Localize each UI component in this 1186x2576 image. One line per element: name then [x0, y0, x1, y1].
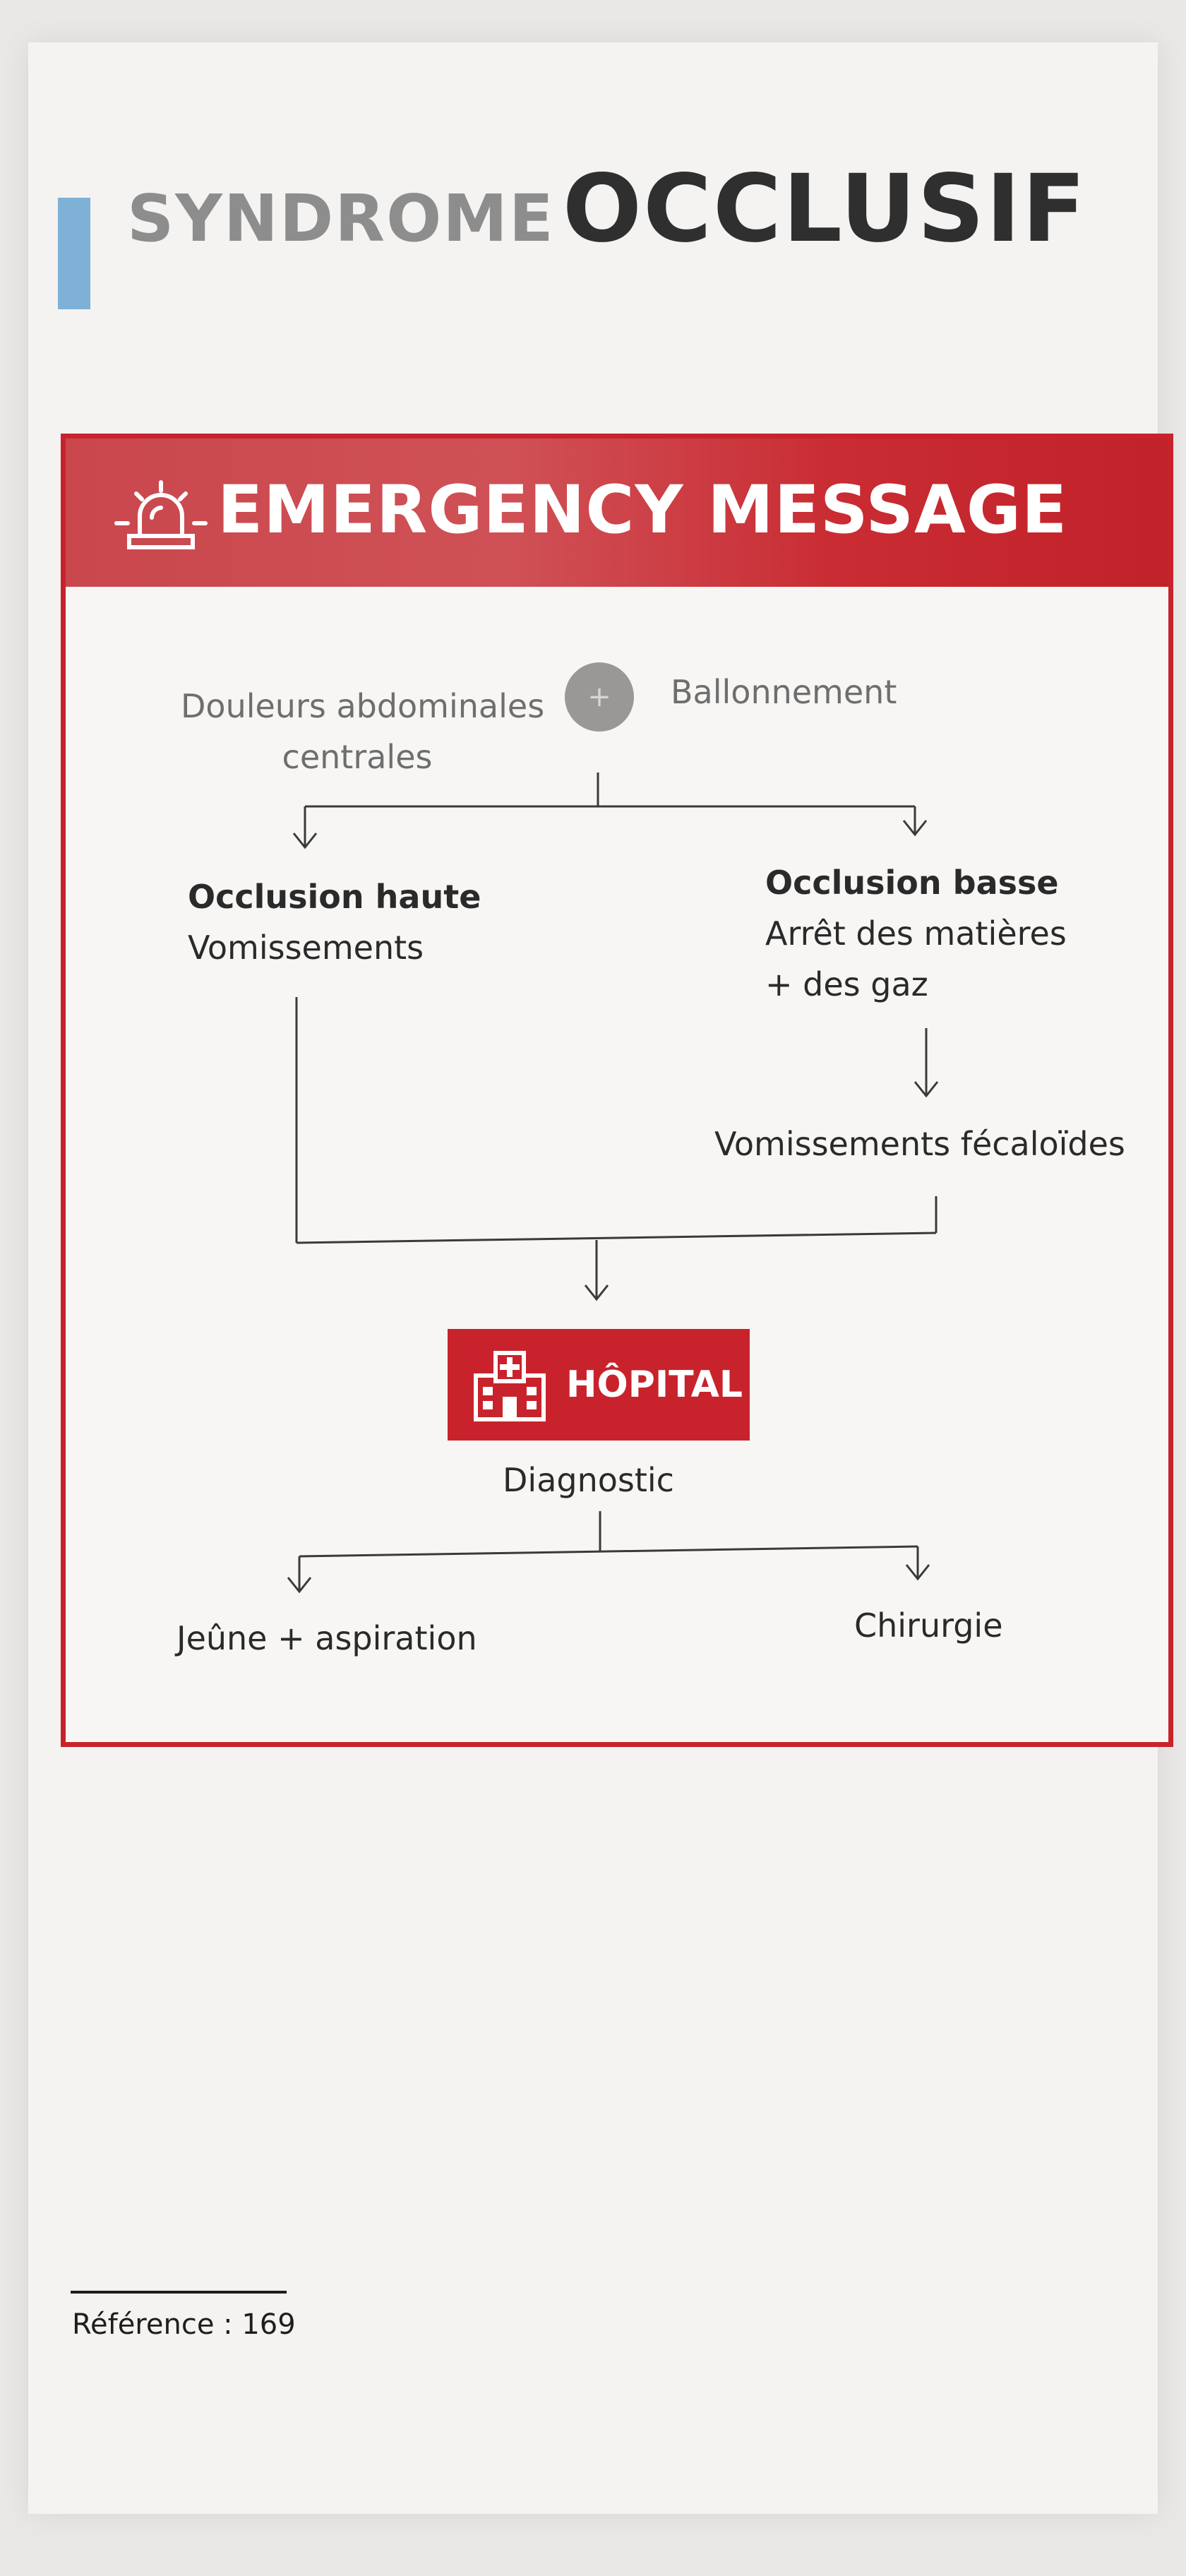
connector-bottom-join [296, 1232, 937, 1244]
arrow-down-icon [902, 820, 928, 837]
symptom-douleurs-line1: Douleurs abdominales [181, 687, 545, 725]
connector-diag-branch [299, 1545, 918, 1558]
occlusion-haute-title: Occlusion haute [188, 878, 481, 916]
reference: Référence : 169 [72, 2308, 296, 2341]
title-part1: SYNDROME [127, 181, 555, 256]
jeune-aspiration: Jeûne + aspiration [176, 1619, 477, 1657]
arrow-down-icon [584, 1284, 609, 1301]
page-title: SYNDROME OCCLUSIF [127, 162, 1087, 256]
hopital-label: HÔPITAL [566, 1364, 743, 1406]
arrow-down-icon [292, 833, 318, 849]
emergency-heading: EMERGENCY MESSAGE [217, 472, 1068, 549]
arrow-down-icon [914, 1081, 939, 1098]
symptom-douleurs: Douleurs abdominales centrales [181, 681, 545, 782]
hopital-badge: HÔPITAL [448, 1329, 750, 1441]
emergency-header: EMERGENCY MESSAGE [66, 439, 1168, 587]
symptom-douleurs-line2: centrales [282, 738, 433, 776]
arrow-down-icon [905, 1564, 930, 1581]
occlusion-basse: Occlusion basse Arrêt des matières + des… [765, 857, 1067, 1010]
occlusion-basse-title: Occlusion basse [765, 864, 1059, 902]
plus-circle: + [565, 662, 634, 732]
reference-rule [71, 2291, 287, 2294]
occlusion-basse-line1: Arrêt des matières [765, 914, 1067, 953]
alarm-icon [114, 480, 208, 549]
emergency-message-box: EMERGENCY MESSAGE [61, 434, 1173, 1747]
title-accent-bar [58, 198, 90, 309]
arrow-down-icon [287, 1577, 312, 1594]
title-part2: OCCLUSIF [562, 155, 1087, 263]
hospital-icon [474, 1351, 546, 1421]
occlusion-haute: Occlusion haute Vomissements [188, 871, 481, 973]
vomissements-fecaloides: Vomissements fécaloïdes [714, 1125, 1125, 1163]
plus-sign: + [587, 681, 611, 713]
occlusion-haute-line: Vomissements [188, 929, 424, 967]
diagnostic: Diagnostic [503, 1461, 674, 1499]
symptom-ballonnement: Ballonnement [671, 673, 897, 711]
occlusion-basse-line2: + des gaz [765, 965, 928, 1003]
chirurgie: Chirurgie [854, 1606, 1003, 1645]
